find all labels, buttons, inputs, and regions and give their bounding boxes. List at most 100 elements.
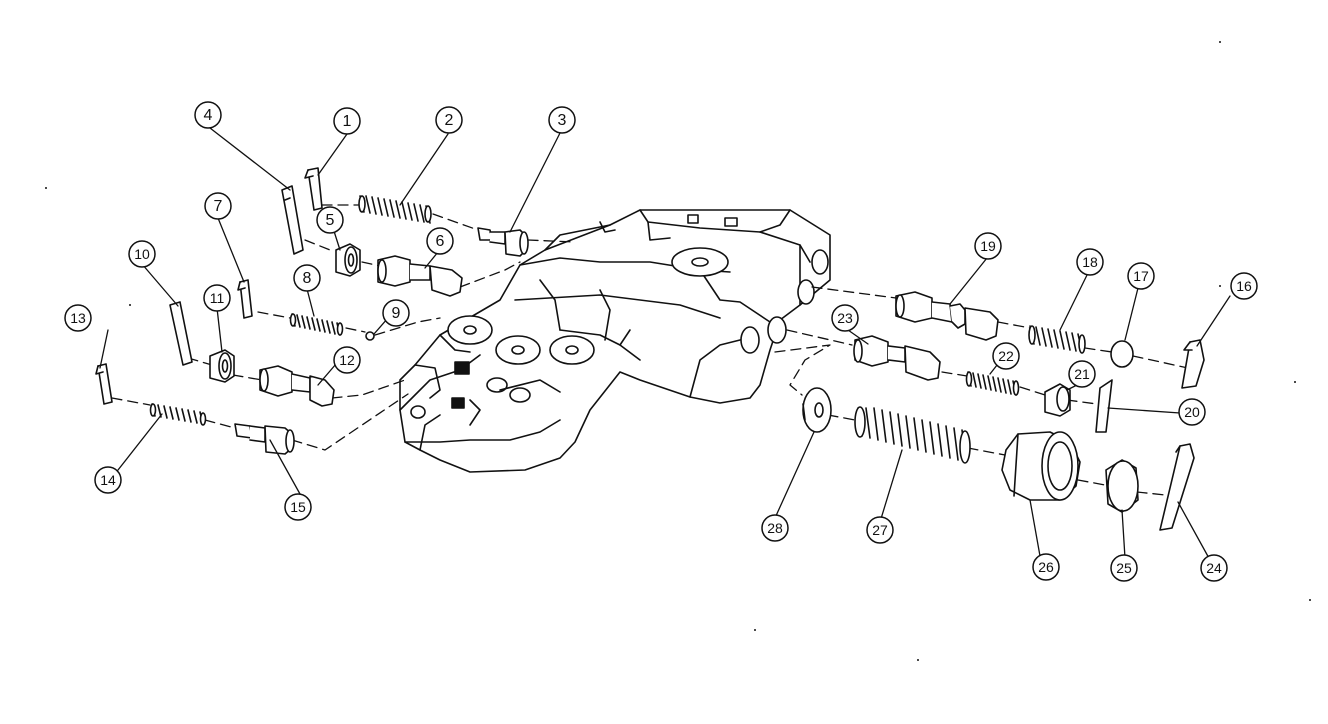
callout-circle xyxy=(1068,360,1096,388)
callout-number: 14 xyxy=(100,472,116,488)
callout-circle xyxy=(64,304,92,332)
part-24-clip xyxy=(1159,443,1195,531)
callout-28: 28 xyxy=(761,514,789,542)
part-2-spring xyxy=(358,195,432,224)
callout-number: 20 xyxy=(1184,404,1200,420)
callout-number: 21 xyxy=(1074,366,1090,382)
callout-number: 7 xyxy=(214,198,223,215)
callout-number: 19 xyxy=(980,238,996,254)
callout-22: 22 xyxy=(992,342,1020,370)
parts xyxy=(95,167,1205,531)
callout-circle xyxy=(284,493,312,521)
part-26-sleeve xyxy=(1001,431,1081,501)
callout-circle xyxy=(1200,554,1228,582)
valve-body xyxy=(399,209,831,473)
callout-13: 13 xyxy=(64,304,92,332)
part-17-plug xyxy=(1110,340,1134,368)
callout-4: 4 xyxy=(194,101,222,129)
callout-circle xyxy=(293,264,321,292)
callout-7: 7 xyxy=(204,192,232,220)
part-3-valve xyxy=(477,227,529,257)
callout-number: 17 xyxy=(1133,268,1149,284)
callout-9: 9 xyxy=(382,299,410,327)
part-12-valve xyxy=(259,365,335,407)
callout-2: 2 xyxy=(435,106,463,134)
callout-12: 12 xyxy=(333,346,361,374)
part-22-spring xyxy=(965,371,1020,396)
callout-circle xyxy=(831,304,859,332)
part-15-valve xyxy=(234,423,295,455)
callout-5: 5 xyxy=(316,206,344,234)
callout-circle xyxy=(316,206,344,234)
callout-circle xyxy=(333,107,361,135)
callout-number: 10 xyxy=(134,246,150,262)
callout-8: 8 xyxy=(293,264,321,292)
callout-number: 3 xyxy=(558,112,567,129)
callout-number: 16 xyxy=(1236,278,1252,294)
callout-11: 11 xyxy=(203,284,231,312)
callout-circle xyxy=(1230,272,1258,300)
part-4-retainer xyxy=(281,185,304,255)
callout-number: 26 xyxy=(1038,559,1054,575)
callout-15: 15 xyxy=(284,493,312,521)
leader-lines xyxy=(99,127,1231,561)
part-13-clip xyxy=(95,363,113,405)
callout-number: 23 xyxy=(837,310,853,326)
callout-number: 28 xyxy=(767,520,783,536)
callout-24: 24 xyxy=(1200,554,1228,582)
callout-circle xyxy=(1127,262,1155,290)
callout-number: 25 xyxy=(1116,560,1132,576)
part-28-washer xyxy=(802,387,832,433)
scan-specks xyxy=(45,41,1311,661)
callout-number: 6 xyxy=(436,233,445,250)
part-25-plug xyxy=(1105,459,1139,513)
callout-number: 11 xyxy=(210,290,225,306)
callout-circle xyxy=(203,284,231,312)
part-8-spring xyxy=(289,313,344,336)
part-5-plug xyxy=(335,243,361,277)
callout-number: 27 xyxy=(872,522,888,538)
assembly-dash-lines xyxy=(111,204,1189,496)
callout-3: 3 xyxy=(548,106,576,134)
part-20-retainer xyxy=(1095,379,1113,433)
callout-10: 10 xyxy=(128,240,156,268)
callout-number: 15 xyxy=(290,499,306,515)
callout-circle xyxy=(194,101,222,129)
part-14-spring xyxy=(149,403,207,426)
callout-number: 5 xyxy=(326,212,335,229)
callout-circle xyxy=(382,299,410,327)
part-10-retainer xyxy=(169,301,193,366)
callout-circle xyxy=(761,514,789,542)
callout-circle xyxy=(426,227,454,255)
part-16-clip xyxy=(1181,339,1205,389)
callout-number: 13 xyxy=(70,310,86,326)
part-23-valve xyxy=(853,335,941,381)
callout-number: 2 xyxy=(445,112,454,129)
callout-number: 24 xyxy=(1206,560,1222,576)
callout-number: 8 xyxy=(303,270,312,287)
callout-16: 16 xyxy=(1230,272,1258,300)
callout-17: 17 xyxy=(1127,262,1155,290)
callout-number: 1 xyxy=(343,113,352,130)
callout-circle xyxy=(204,192,232,220)
part-11-plug xyxy=(209,349,235,383)
callout-number: 4 xyxy=(204,107,213,124)
callout-circle xyxy=(548,106,576,134)
callout-number: 18 xyxy=(1082,254,1098,270)
part-18-spring xyxy=(1028,325,1086,354)
callout-number: 9 xyxy=(392,305,401,322)
callout-circle xyxy=(435,106,463,134)
part-27-spring xyxy=(854,406,971,464)
callout-1: 1 xyxy=(333,107,361,135)
part-21-plug xyxy=(1044,383,1071,417)
callout-25: 25 xyxy=(1110,554,1138,582)
callout-circle xyxy=(992,342,1020,370)
callout-circle xyxy=(1032,553,1060,581)
callout-circle xyxy=(866,516,894,544)
callout-circle xyxy=(974,232,1002,260)
callout-number: 12 xyxy=(339,352,355,368)
part-7-clip xyxy=(237,279,253,319)
